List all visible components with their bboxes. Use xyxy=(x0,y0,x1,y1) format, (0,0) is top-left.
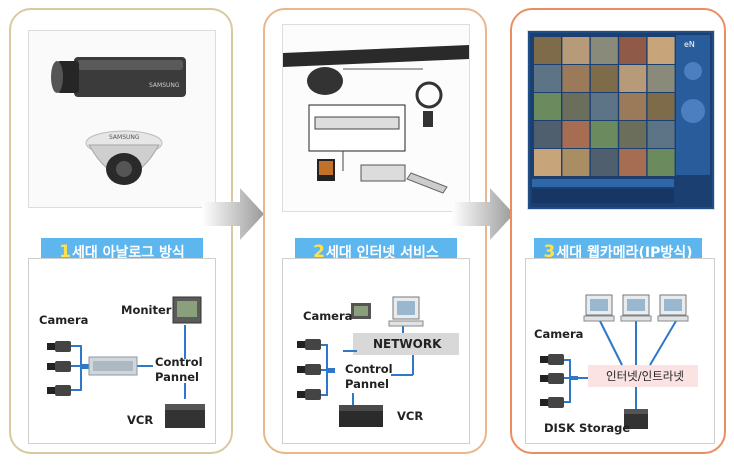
logo-text: eN xyxy=(684,40,695,49)
camera-feed-tile xyxy=(590,65,618,92)
dvr-system-illustration xyxy=(283,45,469,194)
camera-feed-tile xyxy=(534,65,561,92)
camera-feed-tile xyxy=(590,93,618,120)
control-label-line1: Control xyxy=(345,362,393,376)
camera-feed-tile xyxy=(647,121,675,148)
control-label-line1: Control xyxy=(155,355,203,369)
camera-feed-tile xyxy=(647,65,675,92)
vcr-label: VCR xyxy=(397,409,424,423)
camera-feed-tile xyxy=(619,149,647,176)
panel-3-number: 3 xyxy=(543,242,556,262)
camera-feed-tile xyxy=(590,149,618,176)
camera-label: Camera xyxy=(534,327,584,341)
vcr-label: VCR xyxy=(127,413,154,427)
camera-feed-tile xyxy=(534,37,561,64)
camera-label: Camera xyxy=(303,309,353,323)
camera-feed-tile xyxy=(619,65,647,92)
camera-feed-tile xyxy=(562,149,590,176)
camera-feed-tile xyxy=(590,121,618,148)
arrow-right-icon xyxy=(202,188,266,240)
camera-feed-tile xyxy=(619,121,647,148)
camera-feed-tile xyxy=(590,37,618,64)
camera-feed-tile xyxy=(562,93,590,120)
camera-feed-tile xyxy=(647,149,675,176)
internet-label: 인터넷/인트라넷 xyxy=(606,369,684,383)
camera-feed-tile xyxy=(619,93,647,120)
analog-camera-photo: SAMSUNG SAMSUNG xyxy=(28,30,216,208)
camera-feed-tile xyxy=(619,37,647,64)
camera-feed-tile xyxy=(562,65,590,92)
dome-brand-label: SAMSUNG xyxy=(109,134,140,141)
camera-label: Camera xyxy=(39,313,89,327)
camera-feed-tile xyxy=(562,121,590,148)
camera-feed-tile xyxy=(562,37,590,64)
camera-feed-tile xyxy=(647,37,675,64)
camera-feed-tile xyxy=(534,149,561,176)
analog-diagram: Camera Moniter Control Pannel VCR xyxy=(28,258,216,444)
internet-diagram: Camera NETWORK Control Pannel VCR xyxy=(282,258,470,444)
panel-1-number: 1 xyxy=(59,242,72,262)
camera-feed-tile xyxy=(534,93,561,120)
panel-3-title: 세대 웹카메라(IP방식) xyxy=(556,245,693,261)
control-label-line2: Pannel xyxy=(155,370,199,384)
panel-1-title: 세대 아날로그 방식 xyxy=(72,245,185,261)
webcam-diagram: Camera 인터넷/인트라넷 DISK Storage xyxy=(525,258,715,444)
camera-grid-illustration: eN xyxy=(530,33,712,207)
disk-storage-label: DISK Storage xyxy=(544,421,631,435)
camera-feed-tile xyxy=(534,121,561,148)
panel-2-number: 2 xyxy=(313,242,326,262)
arrow-right-icon xyxy=(452,188,516,240)
cctv-cameras-illustration: SAMSUNG SAMSUNG xyxy=(51,57,186,185)
network-label: NETWORK xyxy=(373,337,442,351)
dvr-system-photo xyxy=(282,24,470,212)
camera-feed-tile xyxy=(647,93,675,120)
panel-2-title: 세대 인터넷 서비스 xyxy=(326,245,439,261)
control-label-line2: Pannel xyxy=(345,377,389,391)
camera-brand-label: SAMSUNG xyxy=(149,82,180,89)
monitor-label: Moniter xyxy=(121,303,172,317)
webcam-software-screenshot: eN xyxy=(527,30,715,210)
camera-icon xyxy=(47,341,71,396)
